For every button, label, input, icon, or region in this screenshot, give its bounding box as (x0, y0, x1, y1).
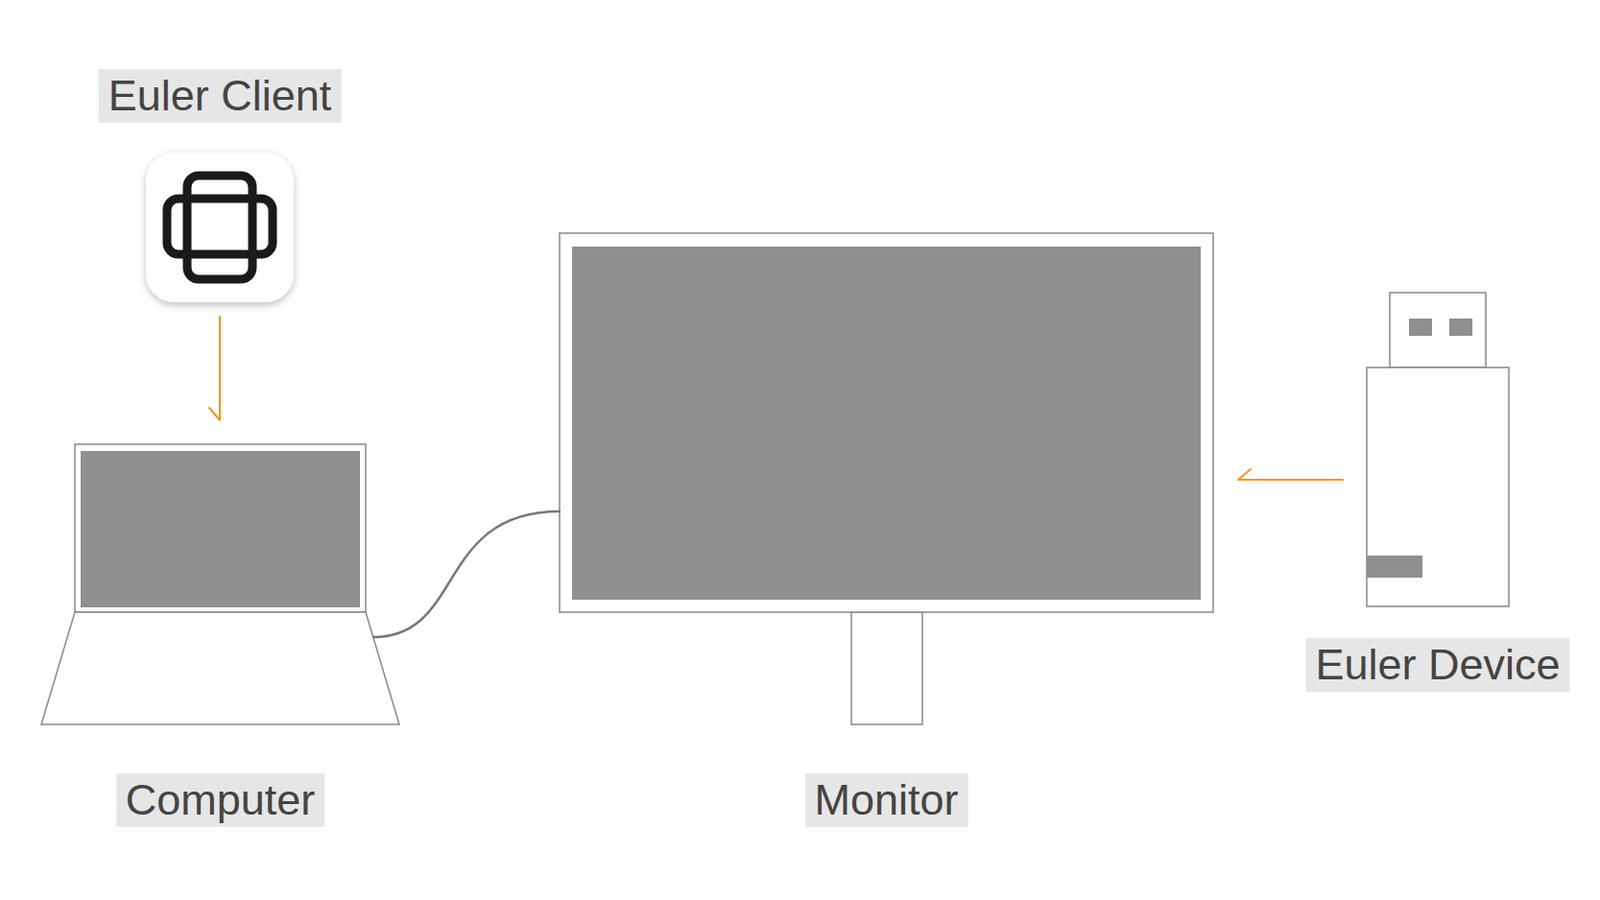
node-label: Computer (116, 773, 326, 828)
connector (209, 316, 220, 421)
usb-stick (1366, 292, 1509, 607)
connector (1238, 469, 1343, 480)
connector (373, 511, 560, 638)
node-label: Euler Client (98, 69, 342, 123)
node-label: Monitor (804, 773, 968, 828)
laptop (41, 444, 400, 725)
app-icon (145, 152, 294, 303)
client-node: Euler Client (145, 152, 294, 303)
monitor (559, 233, 1214, 725)
node-label: Euler Device (1305, 638, 1570, 693)
device-node: Euler Device (1366, 292, 1509, 607)
monitor-node: Monitor (559, 233, 1214, 725)
computer-node: Computer (41, 444, 400, 725)
